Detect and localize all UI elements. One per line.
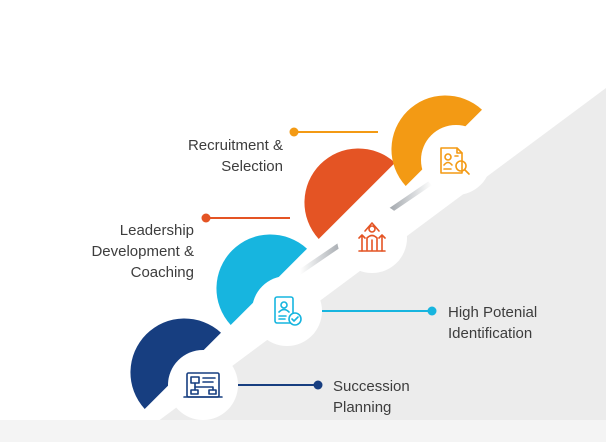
- step-circle-recruitment: [421, 125, 491, 195]
- label-succession-line-2: Planning: [333, 399, 392, 416]
- label-succession-line-1: Succession: [333, 378, 410, 395]
- connector-recruitment: [289, 127, 378, 137]
- label-leadership: Leadership Development & Coaching: [91, 220, 194, 283]
- label-recruitment-line-2: Selection: [221, 158, 283, 175]
- label-potential-line-1: High Potenial: [448, 304, 538, 321]
- connector-succession: [238, 380, 323, 390]
- label-succession: Succession Planning: [333, 376, 410, 418]
- step-circle-succession: [168, 350, 238, 420]
- connector-potential: [322, 306, 437, 316]
- profile-check-icon: [274, 296, 302, 326]
- step-disk-potential: [216, 234, 307, 325]
- label-recruitment: Recruitment & Selection: [188, 135, 283, 177]
- label-potential: High Potenial Identification: [448, 302, 537, 344]
- step-circle-leadership: [337, 203, 407, 273]
- label-recruitment-line-1: Recruitment &: [187, 137, 283, 154]
- label-leadership-line-3: Coaching: [130, 264, 194, 281]
- candidate-search-icon: [440, 147, 470, 175]
- org-chart-icon: [183, 372, 223, 398]
- label-leadership-line-2: Development &: [91, 243, 194, 260]
- label-leadership-line-1: Leadership: [119, 222, 194, 239]
- step-disk-leadership: [304, 148, 395, 239]
- growth-figure-icon: [358, 222, 386, 252]
- connector-leadership: [201, 213, 290, 223]
- background-band: [0, 420, 606, 442]
- label-potential-line-2: Identification: [448, 325, 533, 342]
